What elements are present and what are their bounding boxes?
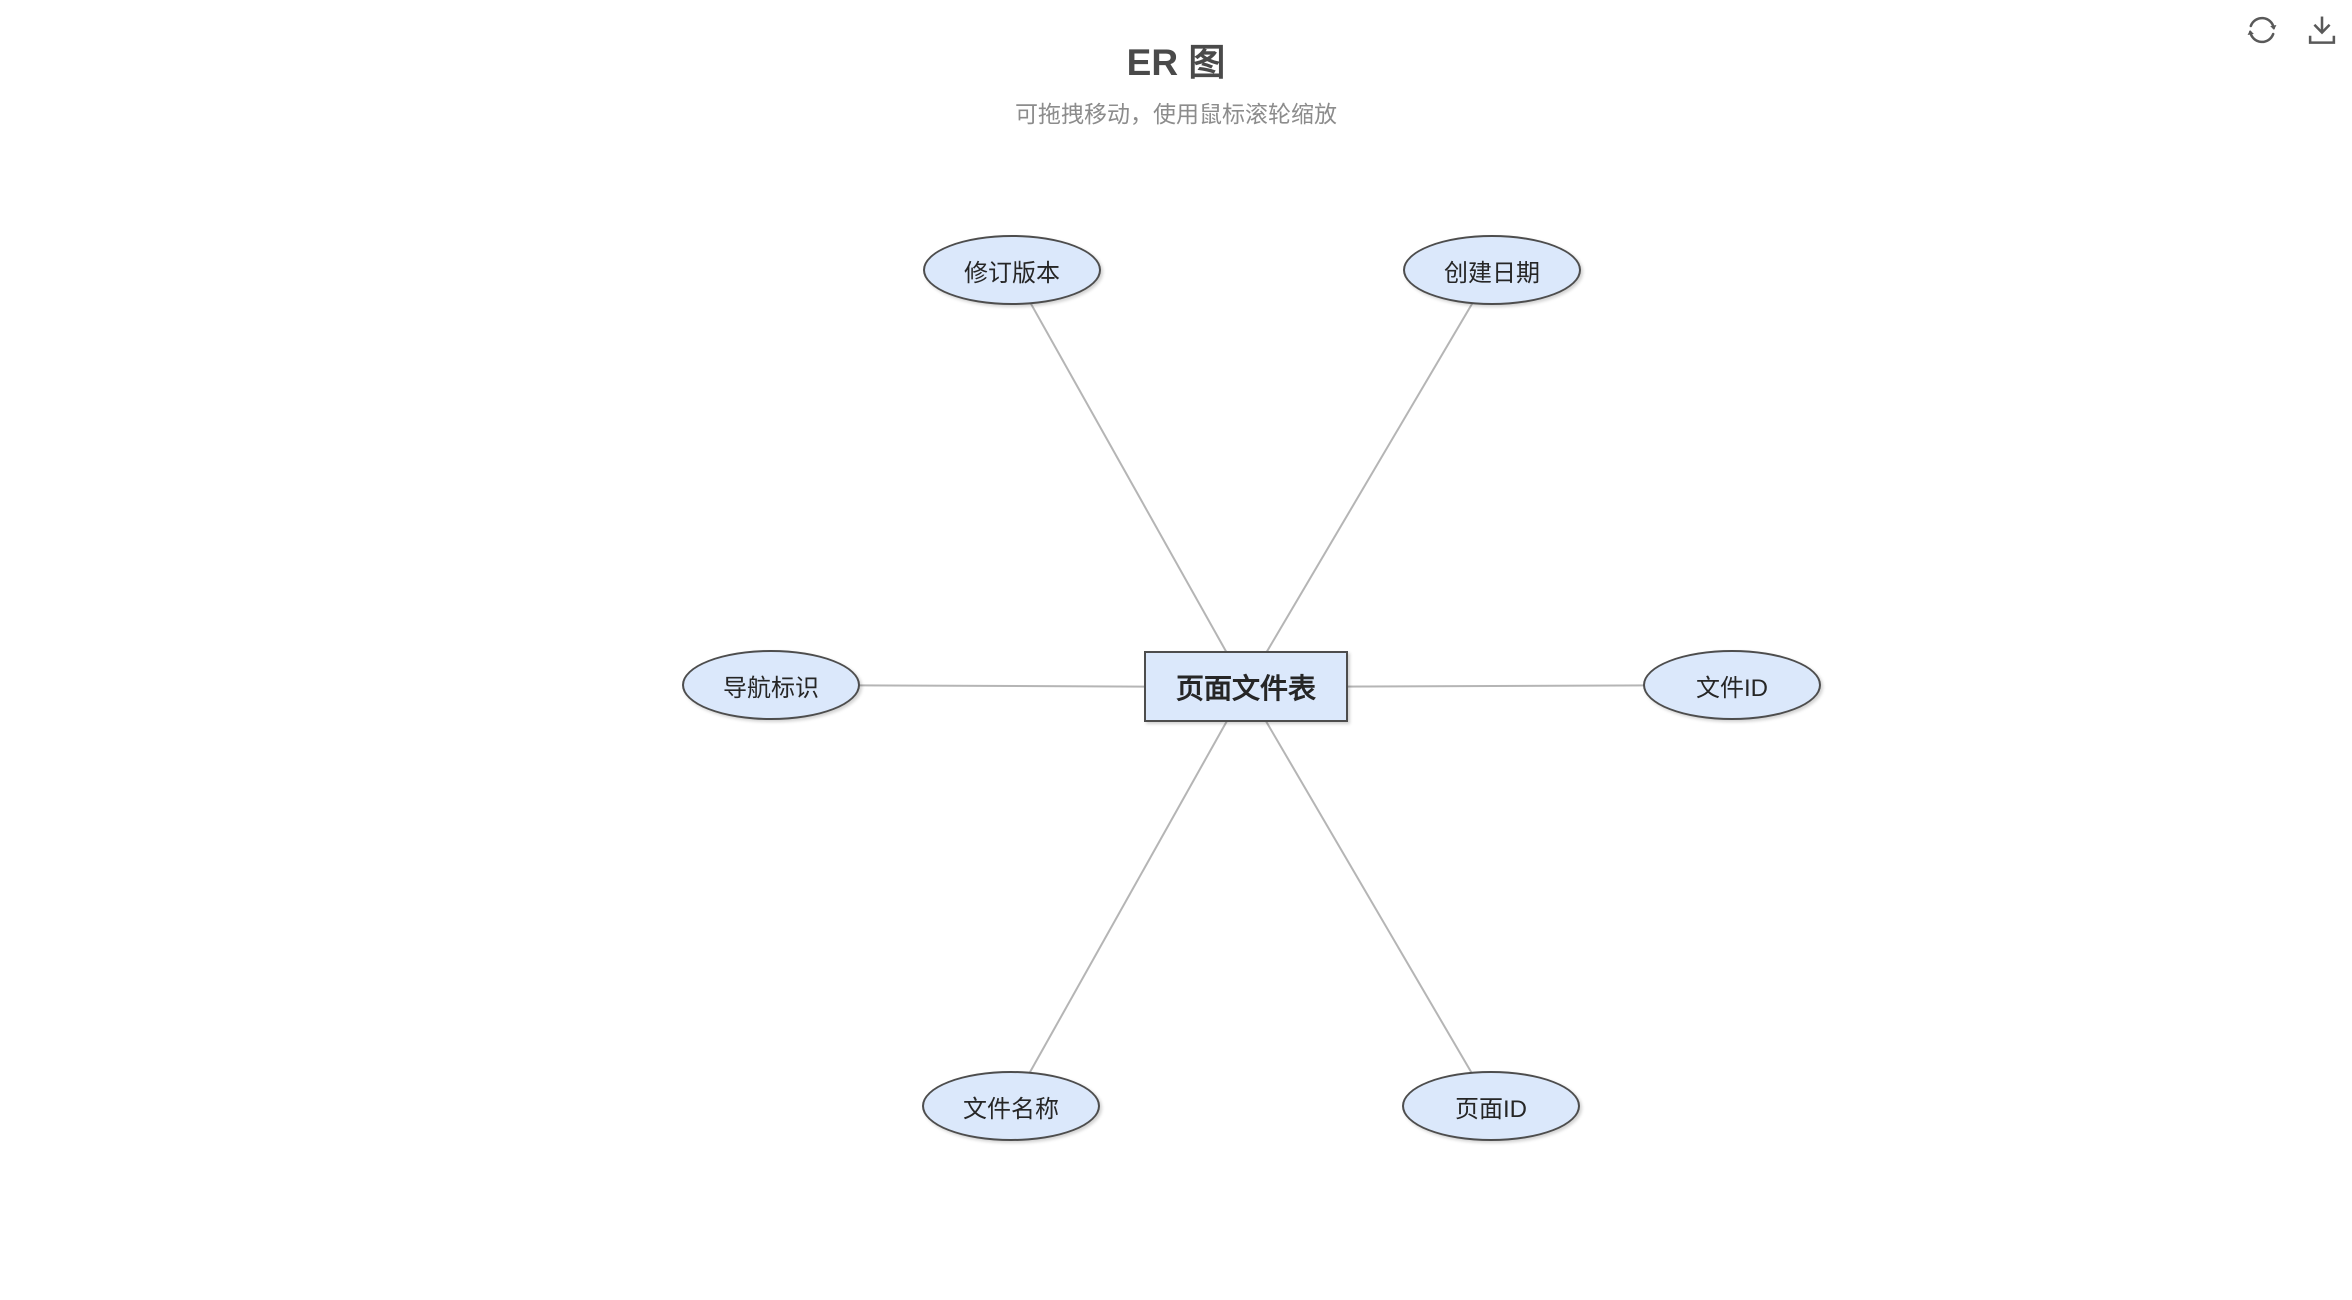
entity-label: 页面文件表 xyxy=(1175,672,1316,704)
attribute-label: 文件名称 xyxy=(963,1095,1059,1123)
page-subtitle: 可拖拽移动，使用鼠标滚轮缩放 xyxy=(1015,101,1337,127)
attribute-node-revision[interactable]: 修订版本 xyxy=(923,235,1101,305)
attribute-label: 修订版本 xyxy=(964,259,1060,287)
download-button[interactable] xyxy=(2300,8,2344,52)
er-edge xyxy=(1245,686,1492,1107)
refresh-icon xyxy=(2243,11,2281,49)
attribute-node-create-date[interactable]: 创建日期 xyxy=(1403,235,1581,305)
er-edge xyxy=(1010,686,1247,1107)
er-edge xyxy=(1245,269,1493,688)
attribute-label: 文件ID xyxy=(1696,674,1768,702)
attribute-node-file-name[interactable]: 文件名称 xyxy=(922,1071,1100,1141)
attribute-label: 页面ID xyxy=(1455,1095,1527,1123)
attribute-node-page-id[interactable]: 页面ID xyxy=(1402,1071,1580,1141)
entity-node-page-file-table[interactable]: 页面文件表 xyxy=(1144,651,1348,722)
page-title: ER 图 xyxy=(1126,42,1226,83)
refresh-button[interactable] xyxy=(2240,8,2284,52)
attribute-label: 导航标识 xyxy=(723,674,819,702)
attribute-node-file-id[interactable]: 文件ID xyxy=(1643,650,1821,720)
download-icon xyxy=(2303,11,2341,49)
toolbar xyxy=(2240,8,2344,52)
attribute-node-nav-flag[interactable]: 导航标识 xyxy=(682,650,860,720)
er-edge xyxy=(1011,269,1247,688)
attribute-label: 创建日期 xyxy=(1444,259,1540,287)
header: ER 图 可拖拽移动，使用鼠标滚轮缩放 xyxy=(0,44,2352,129)
